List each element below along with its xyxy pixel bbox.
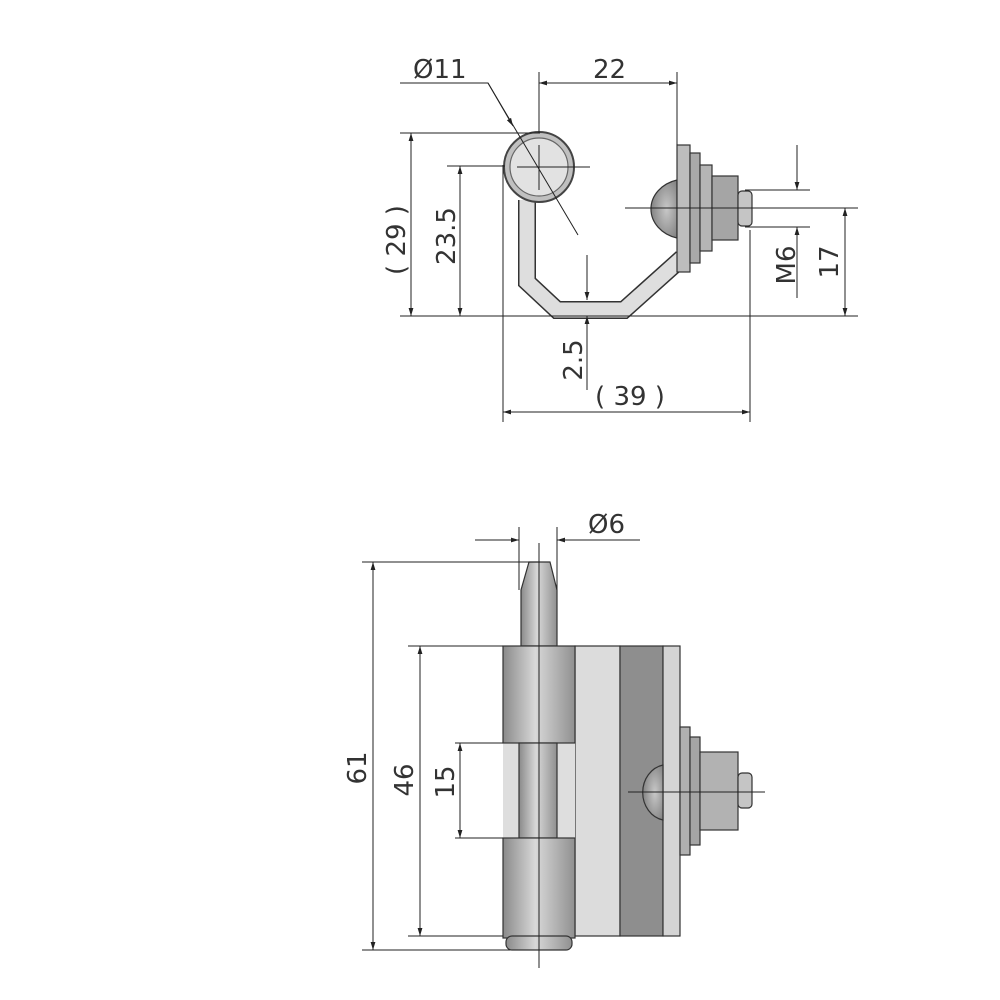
diameter-6-label: Ø6 — [588, 510, 625, 540]
leader-arrow — [487, 82, 514, 127]
hook-body — [519, 200, 688, 318]
dim-17-label: 17 — [815, 245, 845, 278]
thread-m6-label: M6 — [772, 246, 802, 285]
plate-light — [574, 645, 621, 937]
diameter-11-label: Ø11 — [413, 55, 467, 85]
dim-15-label: 15 — [431, 765, 461, 798]
dim-29-label: ( 29 ) — [382, 205, 412, 275]
nut — [699, 751, 739, 831]
dim-46-label: 46 — [390, 763, 420, 796]
dim-39-label: ( 39 ) — [595, 382, 665, 412]
washer-2 — [689, 736, 701, 846]
dim-2-5-label: 2.5 — [559, 339, 589, 380]
plate-edge — [662, 645, 681, 937]
stud — [737, 772, 753, 809]
dome-icon — [650, 179, 678, 239]
pin-middle — [518, 742, 558, 839]
dim-22-label: 22 — [593, 55, 626, 85]
dim-61-label: 61 — [343, 751, 373, 784]
dim-23-5-label: 23.5 — [432, 207, 462, 265]
top-view: Ø11 22 ( 29 ) 23.5 M6 17 2.5 ( 39 ) — [382, 55, 858, 422]
front-view: Ø6 61 46 15 — [343, 510, 765, 968]
washer — [679, 726, 691, 856]
